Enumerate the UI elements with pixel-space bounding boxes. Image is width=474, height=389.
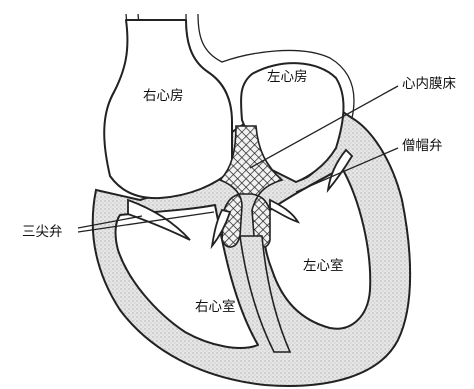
label-left-atrium: 左心房 [267,69,308,85]
label-endocardial-cushion: 心内膜床 [402,76,456,92]
label-mitral-valve: 僧帽弁 [402,138,443,154]
label-right-atrium: 右心房 [143,88,184,104]
right-atrium-chamber [104,20,232,198]
label-right-ventricle: 右心室 [195,298,236,315]
label-tricuspid-valve: 三尖弁 [22,224,63,240]
label-left-ventricle: 左心室 [303,257,344,274]
